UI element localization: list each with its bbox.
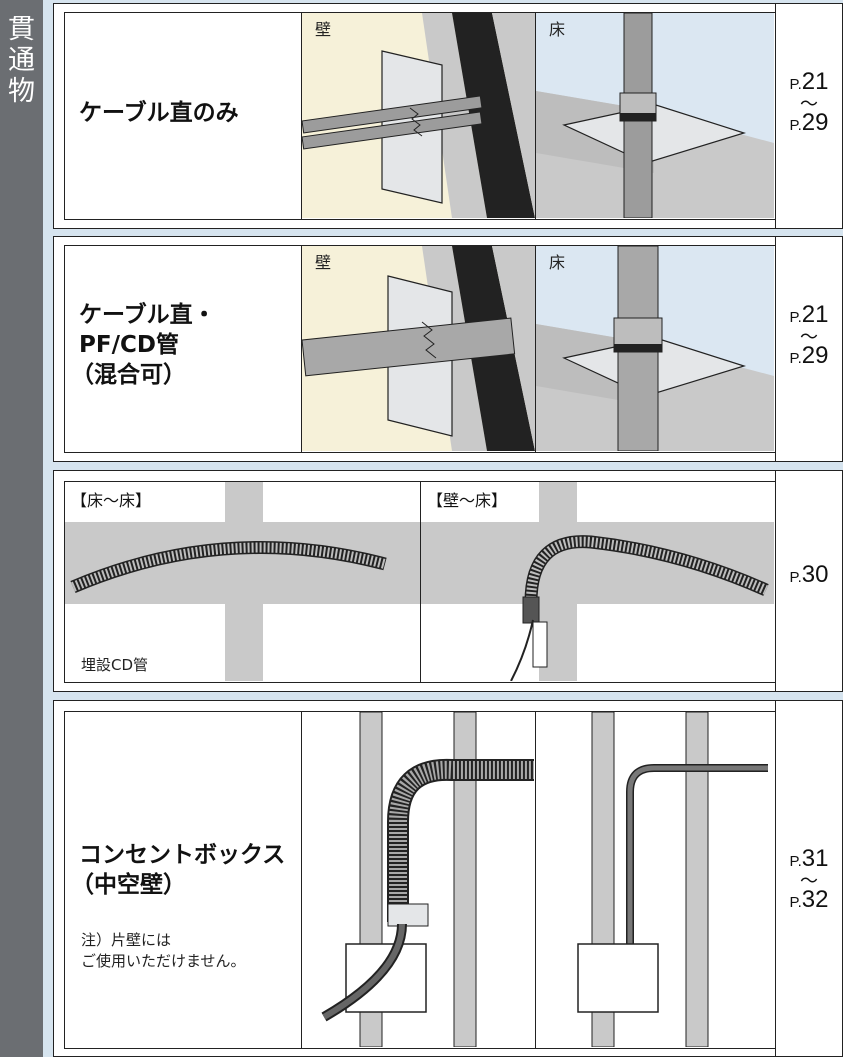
page-reference: P.30 xyxy=(775,471,842,691)
floor-to-floor-illustration xyxy=(65,482,420,681)
row-label-cell: コンセントボックス （中空壁） 注）片壁には ご使用いただけません。 xyxy=(65,712,301,1048)
ref-start-page: 31 xyxy=(801,845,829,872)
row-title-line: （中空壁） xyxy=(71,872,186,898)
row-title-line: PF/CD管 xyxy=(79,332,179,358)
wall-to-floor-label: 【壁〜床】 xyxy=(425,486,510,512)
wall-label: 壁 xyxy=(315,253,332,272)
ref-prefix: P. xyxy=(789,569,802,586)
ref-end-page: 32 xyxy=(801,886,829,913)
ref-tilde: 〜 xyxy=(800,871,818,891)
page-reference: P.21 〜 P.29 xyxy=(775,237,842,461)
wall-label: 壁 xyxy=(315,20,332,39)
row-title-line: （混合可） xyxy=(71,362,186,388)
ref-page: 30 xyxy=(801,561,829,588)
row-outlet-box: コンセントボックス （中空壁） 注）片壁には ご使用いただけません。 xyxy=(53,700,843,1057)
row-cable-pf-cd: ケーブル直・ PF/CD管 （混合可） 壁 床 P.21 xyxy=(53,236,843,462)
outlet-box-corrugated-illustration xyxy=(302,712,535,1047)
ref-end-page: 29 xyxy=(801,109,829,136)
row-content: コンセントボックス （中空壁） 注）片壁には ご使用いただけません。 xyxy=(64,711,776,1049)
wall-penetration-illustration xyxy=(302,13,535,218)
page-reference: P.31 〜 P.32 xyxy=(775,701,842,1056)
floor-penetration-illustration xyxy=(536,13,774,218)
ref-tilde: 〜 xyxy=(800,94,818,114)
row-cable-only: ケーブル直のみ 壁 床 P.21 〜 P.29 xyxy=(53,3,843,229)
category-tab: 貫 通 物 xyxy=(0,0,43,1057)
floor-to-floor-label: 【床〜床】 xyxy=(69,486,154,512)
floor-label: 床 xyxy=(549,253,566,272)
ref-prefix: P. xyxy=(789,350,802,367)
row-content: ケーブル直のみ 壁 床 xyxy=(64,12,776,220)
row-embedded-cd: 【床〜床】 埋設CD管 【壁〜床】 P.30 xyxy=(53,470,843,692)
wall-to-floor-illustration xyxy=(421,482,774,681)
wall-penetration-illustration xyxy=(302,246,535,451)
row-label-cell: ケーブル直・ PF/CD管 （混合可） xyxy=(65,246,301,452)
page-reference: P.21 〜 P.29 xyxy=(775,4,842,228)
row-content: 【床〜床】 埋設CD管 【壁〜床】 xyxy=(64,481,776,683)
row-title-line: ケーブル直・ xyxy=(79,302,216,328)
category-char: 通 xyxy=(8,45,35,76)
category-char: 貫 xyxy=(8,14,35,45)
ref-tilde: 〜 xyxy=(800,327,818,347)
ref-prefix: P. xyxy=(789,309,802,326)
category-label: 貫 通 物 xyxy=(0,14,43,107)
floor-penetration-illustration xyxy=(536,246,774,451)
ref-prefix: P. xyxy=(789,117,802,134)
embedded-cd-note: 埋設CD管 xyxy=(81,654,149,675)
ref-prefix: P. xyxy=(789,894,802,911)
category-char: 物 xyxy=(8,76,35,107)
row-title-line: コンセントボックス xyxy=(79,842,286,868)
ref-start-page: 21 xyxy=(801,68,829,95)
row-label-cell: ケーブル直のみ xyxy=(65,13,301,219)
ref-start-page: 21 xyxy=(801,301,829,328)
row-title: ケーブル直のみ xyxy=(79,100,239,126)
ref-prefix: P. xyxy=(789,853,802,870)
outlet-box-cable-illustration xyxy=(536,712,774,1047)
ref-prefix: P. xyxy=(789,76,802,93)
row-content: ケーブル直・ PF/CD管 （混合可） 壁 床 xyxy=(64,245,776,453)
note-line: ご使用いただけません。 xyxy=(81,952,246,970)
floor-label: 床 xyxy=(549,20,566,39)
ref-end-page: 29 xyxy=(801,342,829,369)
note-line: 注）片壁には xyxy=(81,931,172,949)
